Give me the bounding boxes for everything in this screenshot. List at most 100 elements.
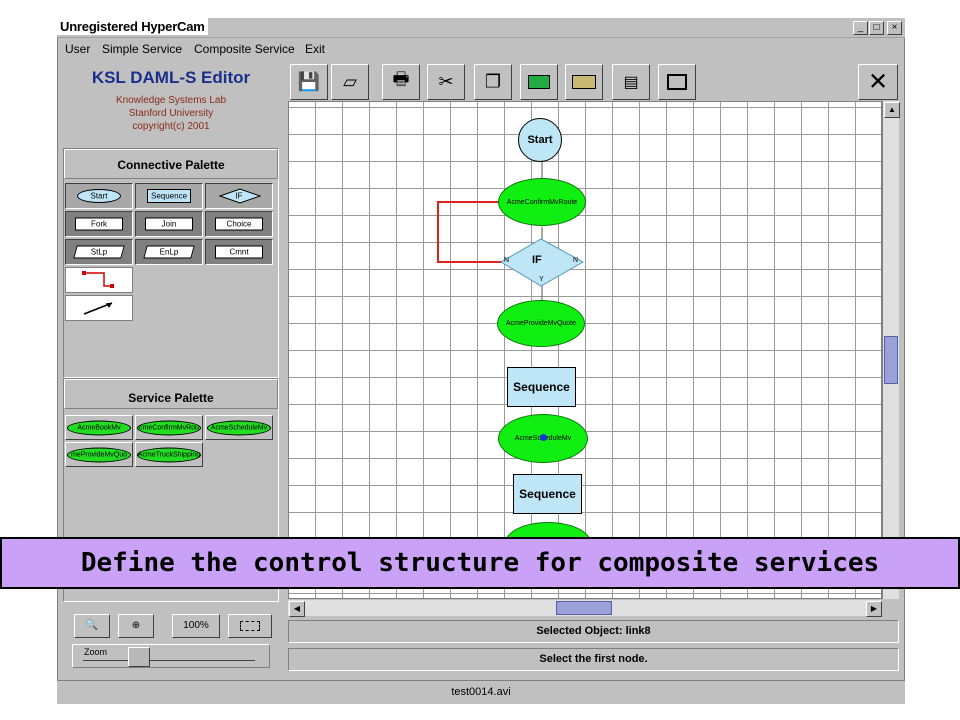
if-shape [218, 188, 262, 204]
print-icon: 🖶 [392, 69, 410, 89]
fork-button[interactable]: Fork [65, 211, 133, 237]
choice-label: Choice [226, 219, 252, 229]
rectangle-button[interactable] [520, 64, 558, 100]
zoom-thumb[interactable] [128, 647, 150, 667]
start-loop-label: StLp [90, 247, 108, 257]
brand-line: copyright(c) 2001 [132, 121, 210, 132]
app-name: KSL DAML-S Editor [91, 68, 251, 87]
scroll-right-icon[interactable]: ▶ [866, 601, 882, 617]
vertical-scroll-thumb[interactable] [884, 336, 898, 384]
copy-icon: ❐ [484, 71, 502, 92]
brand-line: Knowledge Systems Lab [115, 95, 227, 106]
connective-palette-header: Connective Palette [64, 149, 278, 179]
start-label: Start [90, 191, 108, 201]
start-node[interactable]: Start [518, 118, 562, 162]
scroll-left-icon[interactable]: ◀ [289, 601, 305, 617]
service-oval [137, 420, 201, 435]
zoom-in-button[interactable]: ⊕ [118, 614, 154, 638]
loop-link[interactable] [437, 201, 514, 263]
join-shape [145, 217, 193, 231]
title-bar[interactable]: Unregistered HyperCam _ □ × [57, 18, 905, 38]
folder-button[interactable] [565, 64, 603, 100]
if-label: IF [235, 191, 243, 201]
open-button[interactable]: ▱ [331, 64, 369, 100]
sequence-node[interactable]: Sequence [513, 474, 582, 514]
menu-composite-service[interactable]: Composite Service [194, 42, 295, 56]
copy-button[interactable]: ❐ [474, 64, 512, 100]
window-close-button[interactable]: × [887, 21, 902, 35]
start-shape [77, 189, 121, 203]
service-button[interactable]: AcmeTruckShipping [135, 442, 203, 467]
sequence-node[interactable]: Sequence [507, 367, 576, 407]
selection-handle[interactable] [540, 434, 547, 441]
service-palette-title: Service Palette [128, 391, 214, 405]
vertical-scrollbar[interactable]: ▲ [882, 101, 900, 599]
service-button[interactable]: AcmeScheduleMv [205, 415, 273, 440]
zoom-fit-button[interactable] [228, 614, 272, 638]
message-status: Select the first node. [288, 648, 899, 671]
document-icon: ▤ [623, 74, 639, 91]
menu-exit[interactable]: Exit [305, 42, 326, 56]
cut-button[interactable]: ✂ [427, 64, 465, 100]
zoom-slider[interactable]: Zoom [72, 644, 270, 668]
join-button[interactable]: Join [135, 211, 203, 237]
maximize-button[interactable]: □ [869, 21, 884, 35]
connective-palette-title: Connective Palette [117, 158, 225, 172]
frame-icon [667, 74, 687, 90]
start-loop-button[interactable]: StLp [65, 239, 133, 265]
service-oval [67, 447, 131, 462]
service-label: AcmeTruckShipping [137, 451, 201, 458]
scroll-up-icon[interactable]: ▲ [884, 102, 900, 118]
menu-simple-service[interactable]: Simple Service [102, 42, 183, 56]
zoom-track [83, 660, 255, 661]
comment-button[interactable]: Cmnt [205, 239, 273, 265]
brand-line: Stanford University [128, 108, 214, 119]
if-node[interactable] [500, 238, 585, 287]
zoom-100-button[interactable]: 100% [172, 614, 220, 638]
choice-button[interactable]: Choice [205, 211, 273, 237]
service-palette-header: Service Palette [64, 379, 278, 409]
service-label: AcmeScheduleMv [210, 424, 268, 431]
save-icon: 💾 [297, 71, 321, 92]
caption-banner: Define the control structure for composi… [0, 537, 960, 589]
diagram-canvas[interactable]: Start AcmeConfirmMvRoute IF N N Y AcmePr… [288, 101, 882, 599]
document-button[interactable]: ▤ [612, 64, 650, 100]
menu-user[interactable]: User [65, 42, 91, 56]
if-button[interactable]: IF [205, 183, 273, 209]
selected-object-status: Selected Object: link8 [288, 620, 899, 643]
cut-icon: ✂ [438, 71, 454, 92]
connective-palette: Connective Palette Start Sequence IF For… [63, 148, 279, 378]
provide-quote-node[interactable]: AcmeProvideMvQuote [497, 300, 585, 347]
service-label: AcmeBookMv [77, 424, 121, 431]
confirm-route-node[interactable]: AcmeConfirmMvRoute [498, 178, 586, 226]
zoom-out-icon: 🔍 [85, 620, 99, 631]
close-icon: ✕ [867, 68, 889, 96]
video-file-bar: test0014.avi [57, 680, 905, 704]
service-button[interactable]: cmeConfirmMvRou [135, 415, 203, 440]
if-right-label: N [573, 257, 579, 264]
rectangle-icon [528, 75, 550, 89]
minimize-button[interactable]: _ [853, 21, 868, 35]
arrow-tool-button[interactable] [65, 295, 133, 321]
fork-label: Fork [91, 219, 107, 229]
frame-button[interactable] [658, 64, 696, 100]
choice-shape [215, 217, 263, 231]
sequence-button[interactable]: Sequence [135, 183, 203, 209]
start-button[interactable]: Start [65, 183, 133, 209]
horizontal-scrollbar[interactable]: ◀ ▶ [288, 600, 882, 617]
service-oval [137, 447, 201, 462]
zoom-out-button[interactable]: 🔍 [74, 614, 110, 638]
link-tool-button[interactable] [65, 267, 133, 293]
if-bottom-label: Y [539, 276, 544, 283]
service-button[interactable]: meProvideMvQuo [65, 442, 133, 467]
end-loop-button[interactable]: EnLp [135, 239, 203, 265]
service-button[interactable]: AcmeBookMv [65, 415, 133, 440]
sequence-shape [147, 189, 191, 203]
window-title: Unregistered HyperCam [57, 18, 208, 35]
print-button[interactable]: 🖶 [382, 64, 420, 100]
close-button[interactable]: ✕ [858, 64, 898, 100]
horizontal-scroll-thumb[interactable] [556, 601, 612, 615]
save-button[interactable]: 💾 [290, 64, 328, 100]
comment-label: Cmnt [229, 247, 249, 257]
brand-block: KSL DAML-S Editor Knowledge Systems Lab … [58, 68, 284, 133]
